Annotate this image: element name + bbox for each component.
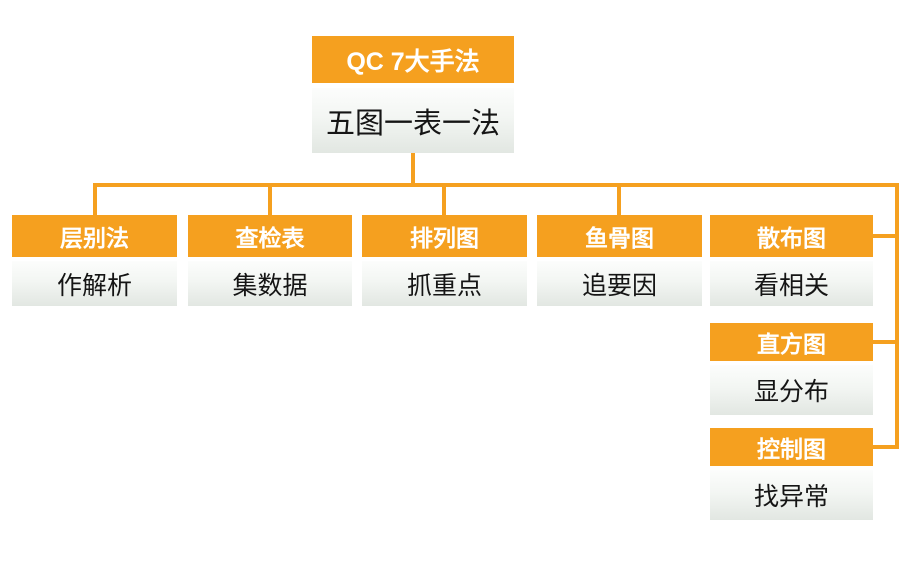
branch-stratification-header: 层别法 — [12, 215, 177, 257]
branch-scatter-desc: 看相关 — [710, 261, 873, 306]
branch-histogram-desc: 显分布 — [710, 365, 873, 415]
branch-control-chart-desc: 找异常 — [710, 470, 873, 520]
root-subtitle: 五图一表一法 — [312, 88, 514, 153]
root-title: QC 7大手法 — [312, 36, 514, 83]
branch-stratification-desc: 作解析 — [12, 261, 177, 306]
branch-control-chart-header: 控制图 — [710, 428, 873, 466]
branch-check-sheet-header: 查检表 — [188, 215, 352, 257]
branch-histogram-header: 直方图 — [710, 323, 873, 361]
branch-fishbone-desc: 追要因 — [537, 261, 702, 306]
branch-check-sheet-desc: 集数据 — [188, 261, 352, 306]
branch-fishbone-header: 鱼骨图 — [537, 215, 702, 257]
branch-pareto-header: 排列图 — [362, 215, 527, 257]
branch-scatter-header: 散布图 — [710, 215, 873, 257]
branch-pareto-desc: 抓重点 — [362, 261, 527, 306]
